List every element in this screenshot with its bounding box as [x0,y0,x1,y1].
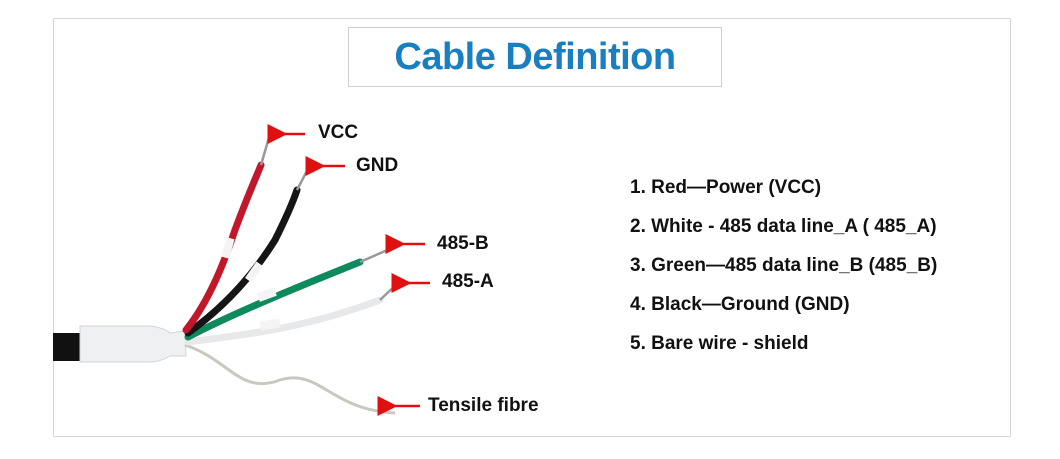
label-gnd: GND [356,155,399,176]
green-wire [184,258,364,341]
red-wire [182,161,265,334]
list-item: 4. Black—Ground (GND) [630,294,850,315]
diagram-frame [53,18,1011,437]
page-title: Cable Definition [394,35,676,78]
list-item: 2. White - 485 data line_A ( 485_A) [630,216,937,237]
list-item: 1. Red—Power (VCC) [630,177,822,198]
title-box: Cable Definition [348,27,722,87]
tensile-fibre [184,343,396,415]
definition-list: 1. Red—Power (VCC) 2. White - 485 data l… [630,176,937,371]
label-tensile-fibre: Tensile fibre [428,395,539,416]
label-485a: 485-A [442,271,494,292]
label-485b: 485-B [437,233,489,254]
white-wire [184,296,384,346]
list-item: 5. Bare wire - shield [630,333,809,354]
heat-shrink-sleeve [79,325,187,363]
label-vcc: VCC [318,122,359,143]
black-wire [184,186,301,337]
list-item: 3. Green—485 data line_B (485_B) [630,255,938,276]
